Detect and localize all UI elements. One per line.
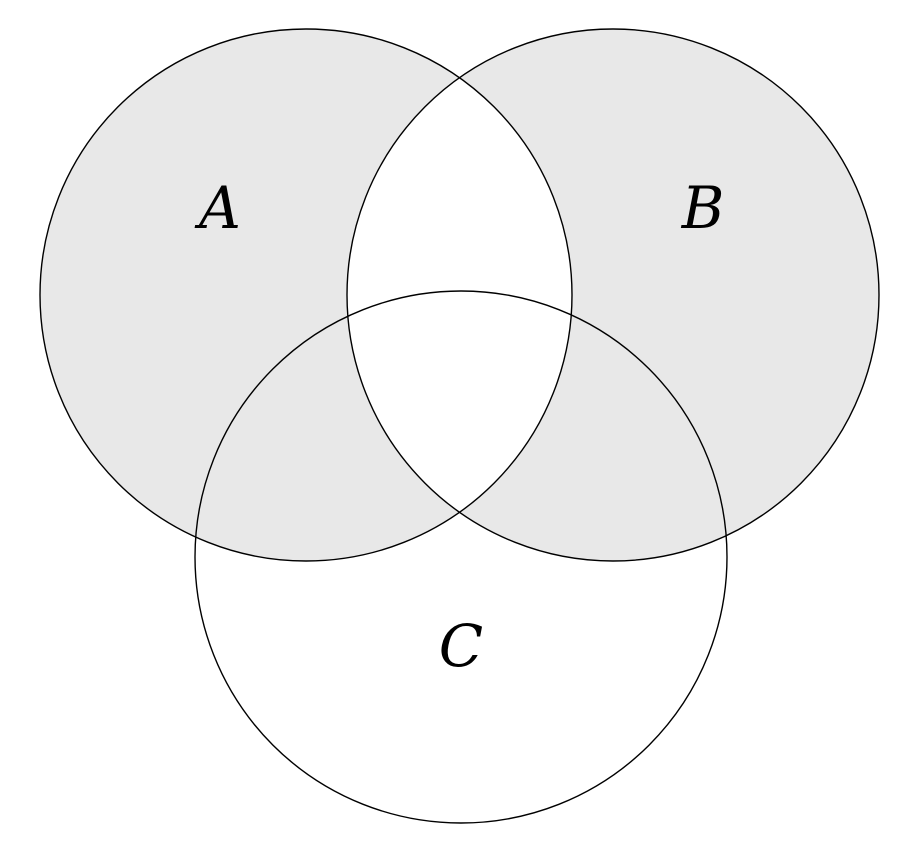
set-label-c: C <box>439 612 483 680</box>
circle-a-outline <box>39 28 573 562</box>
circle-c-outline <box>194 290 728 824</box>
set-label-a: A <box>194 174 241 242</box>
circle-b-outline <box>346 28 880 562</box>
set-label-b: B <box>681 174 725 242</box>
shaded-region-a-xor-b <box>40 29 879 561</box>
